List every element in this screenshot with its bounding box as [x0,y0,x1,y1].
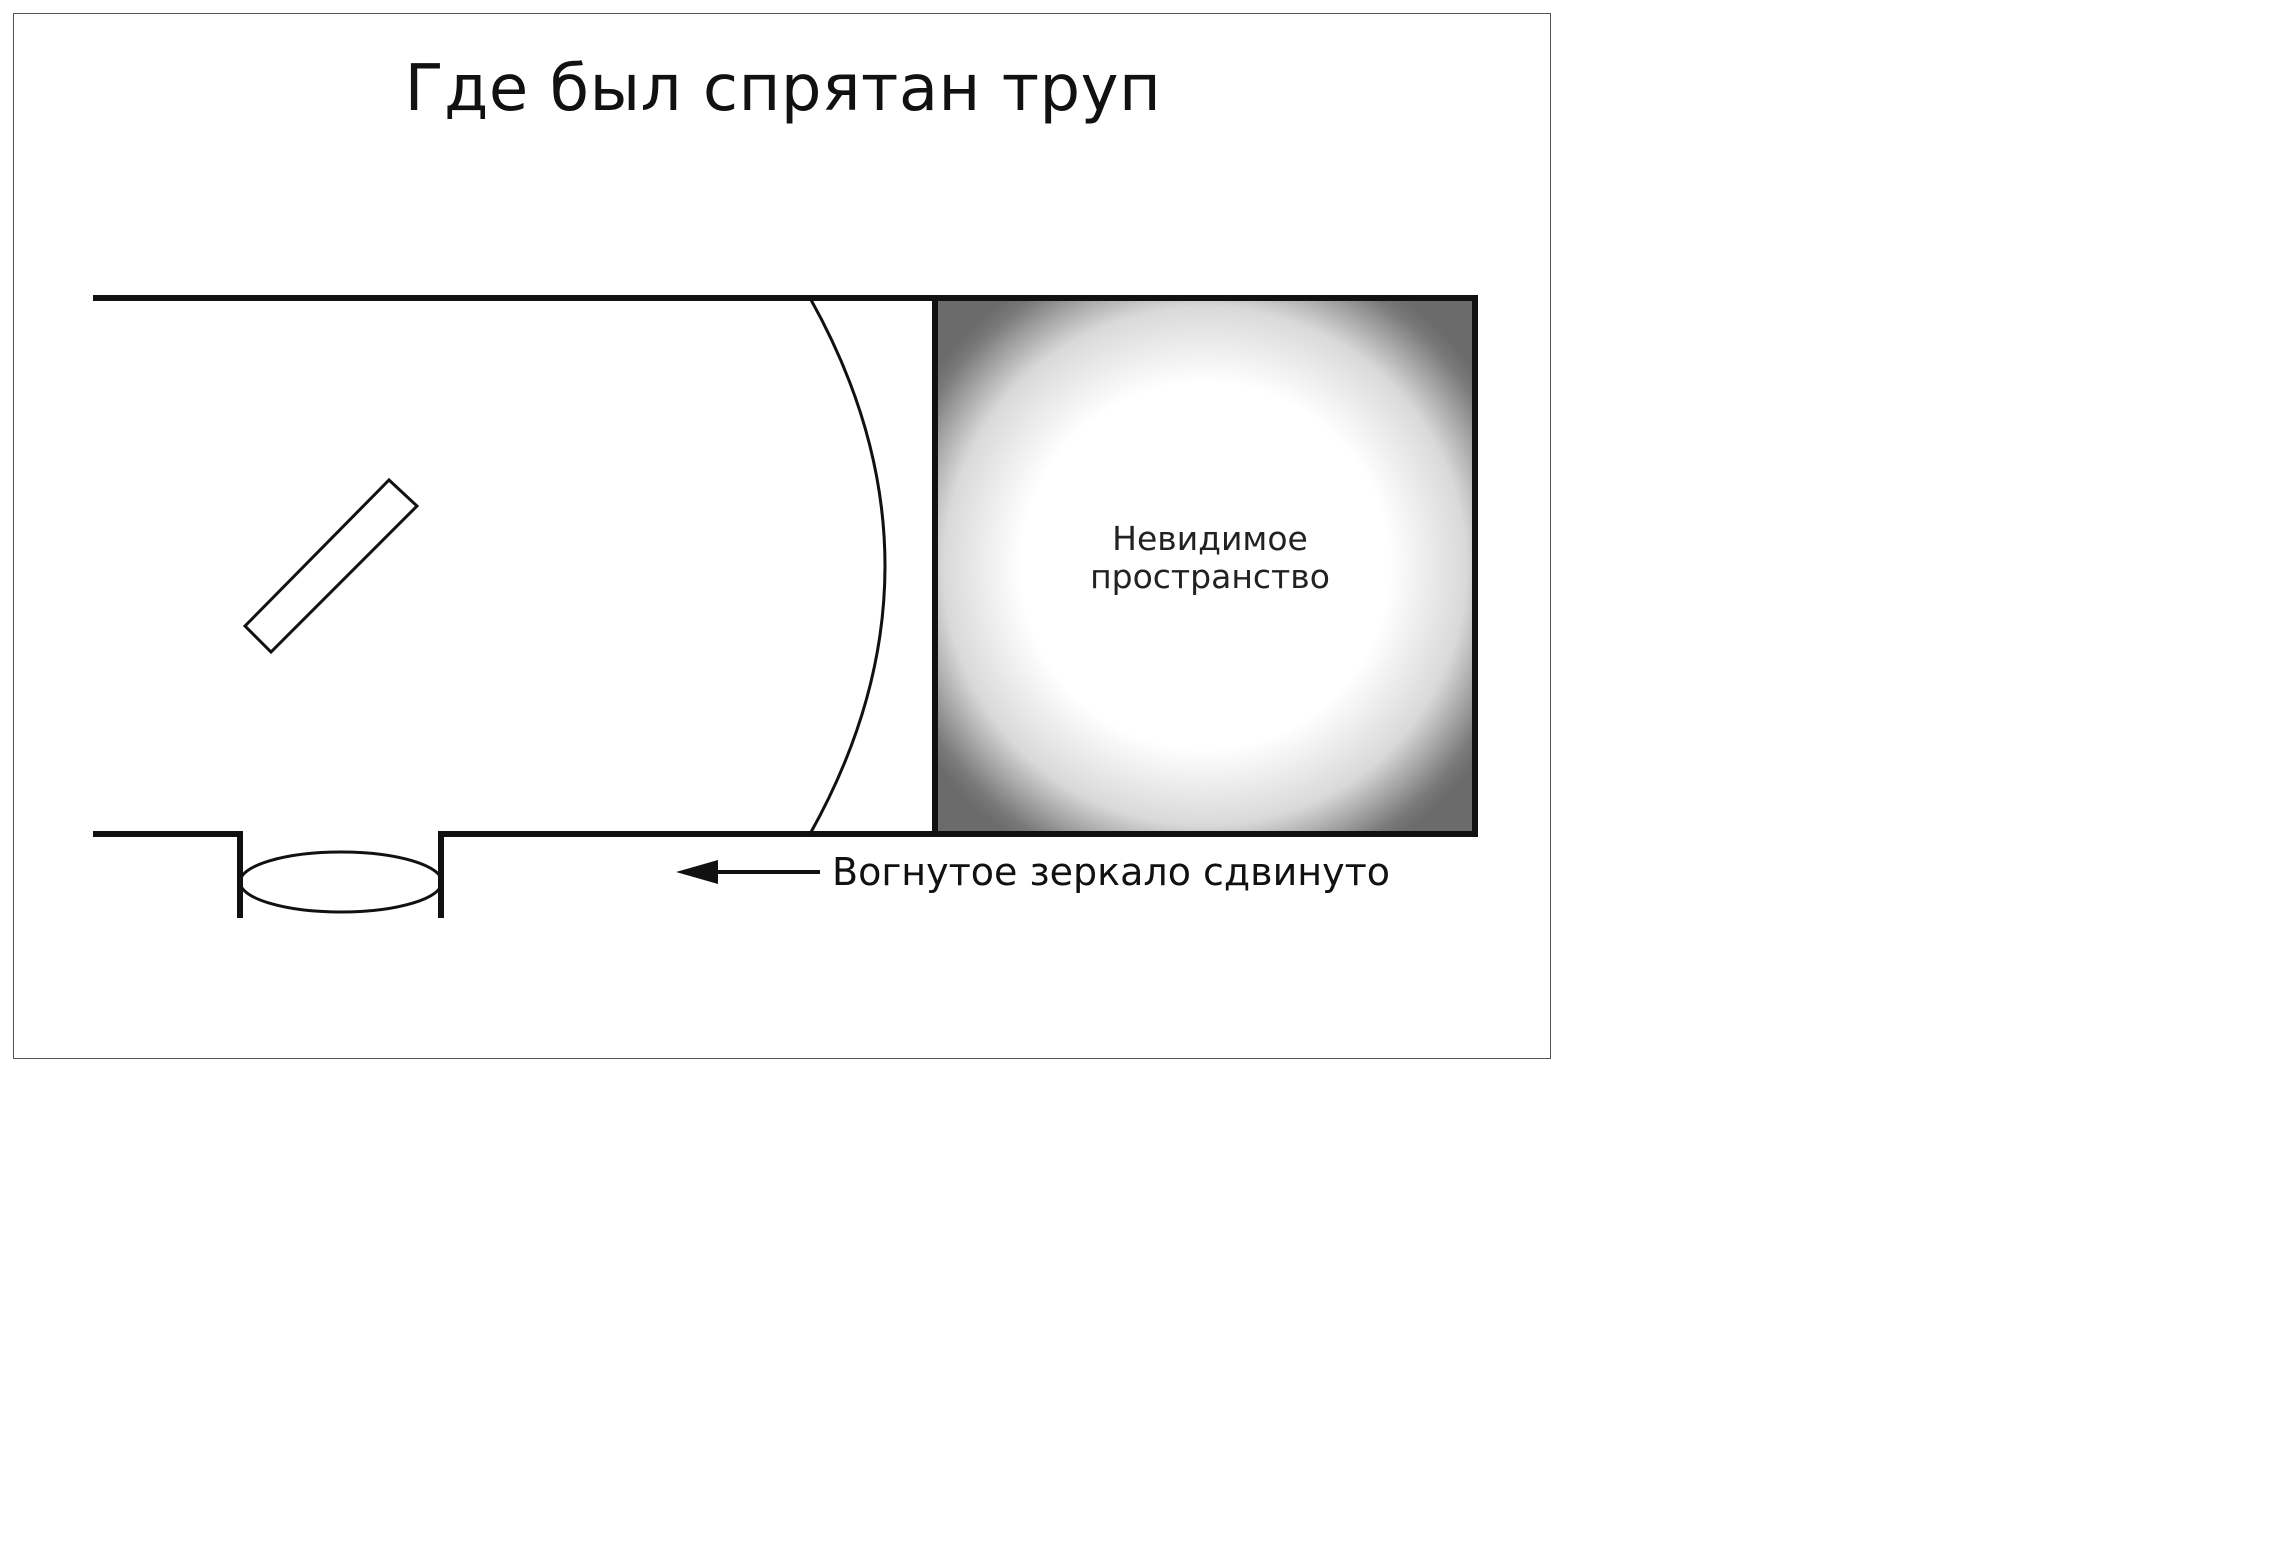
flat-mirror-plate [242,477,420,655]
invisible-space-label-line2: пространство [1090,557,1330,596]
bottom-wall-line-right [438,831,938,918]
arrow-head [676,860,718,884]
invisible-space-box [932,295,1478,837]
lens-ellipse [238,850,444,914]
concave-mirror-moved-label: Вогнутое зеркало сдвинуто [832,850,1390,894]
concave-mirror-arc [808,297,887,835]
diagram-canvas [93,295,1478,918]
diagram-title: Где был спрятан труп [404,52,1162,126]
invisible-space-label: Невидимое пространство [1000,520,1420,596]
image-frame [13,13,1551,1059]
bottom-wall-line [93,831,243,918]
invisible-space-label-line1: Невидимое [1112,519,1308,558]
